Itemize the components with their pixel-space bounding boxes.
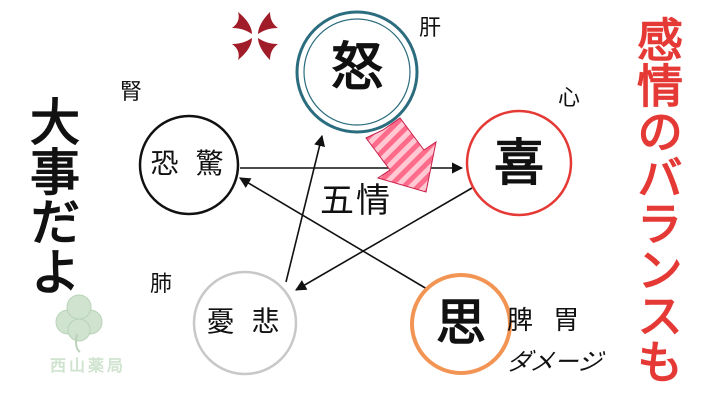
node-sorrow-ring	[192, 270, 298, 376]
node-thought-label: 思	[436, 294, 486, 352]
node-sorrow-organ: 肺	[150, 272, 173, 297]
left-vertical-text: 大事だよ	[22, 96, 80, 296]
arrow-thought-to-fear	[239, 177, 433, 293]
striped-down-arrow-icon	[365, 117, 437, 193]
node-thought-organ: 脾 胃	[507, 306, 586, 336]
node-thought-ring	[410, 273, 512, 375]
anger-mark-icon	[232, 12, 278, 60]
arrow-joy-to-sorrow	[295, 187, 473, 291]
node-joy-organ: 心	[558, 86, 581, 111]
node-anger-label: 怒	[330, 38, 383, 98]
node-fear-organ: 腎	[120, 80, 143, 105]
logo-text: 西山薬局	[50, 356, 127, 375]
right-vertical-text: 感情のバランスも	[630, 16, 684, 384]
arrow-sorrow-to-anger	[285, 134, 326, 283]
node-joy-ring	[465, 109, 573, 217]
node-fear-ring	[138, 114, 240, 216]
node-joy-label: 喜	[494, 134, 544, 192]
node-fear-label: 恐 驚	[150, 147, 228, 180]
clover-logo-icon	[55, 294, 103, 353]
node-sorrow-label: 憂 悲	[206, 305, 284, 338]
node-anger-ring	[295, 10, 419, 134]
center-label: 五情	[320, 181, 392, 221]
node-anger-organ: 肝	[419, 16, 442, 41]
damage-text: ダメージ	[505, 348, 604, 376]
